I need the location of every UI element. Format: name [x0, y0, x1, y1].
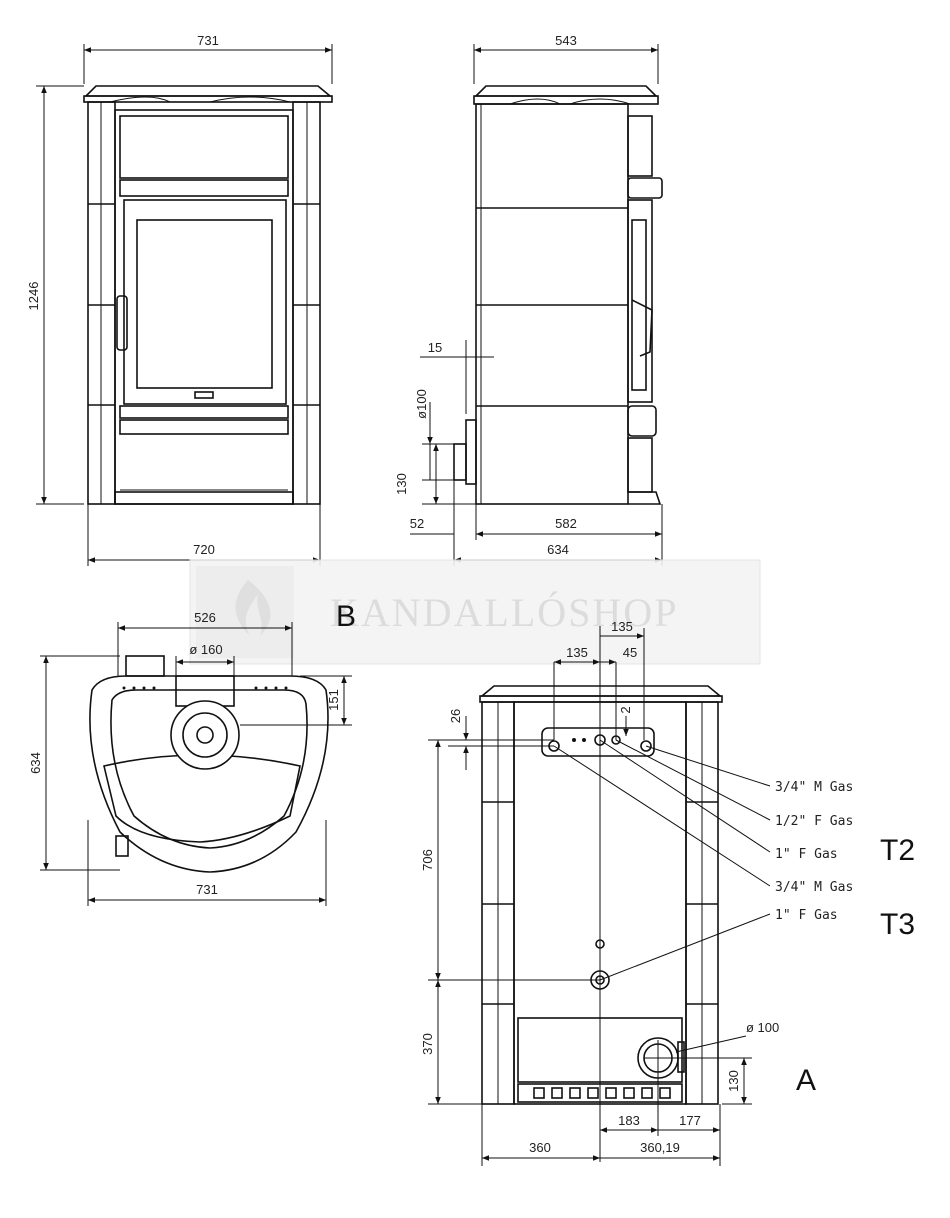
front-height: 1246 [26, 282, 41, 311]
rear-height-370: 370 [420, 1033, 435, 1055]
side-flue-height: 130 [394, 473, 409, 495]
rear-dim-26: 26 [448, 709, 463, 723]
rear-dim-360: 360 [529, 1140, 551, 1155]
view-label-b: B [336, 600, 356, 633]
rear-outlet-diameter: ø 100 [746, 1020, 779, 1035]
top-depth: 634 [28, 752, 43, 774]
top-flue-offset: 151 [326, 689, 341, 711]
watermark: KANDALLÓSHOP [189, 559, 761, 665]
rear-dim-177: 177 [679, 1113, 701, 1128]
front-width-top: 731 [197, 33, 219, 48]
side-flue-projection: 52 [410, 516, 424, 531]
rear-outlet-height: 130 [726, 1070, 741, 1092]
connection-labels: 3/4" M Gas 1/2" F Gas 1" F Gas 3/4" M Ga… [775, 780, 853, 923]
top-flue-diameter: ø 160 [189, 642, 222, 657]
connection-label: 1" F Gas [775, 847, 838, 862]
rear-dim-135-top: 135 [611, 619, 633, 634]
view-label-a: A [796, 1064, 816, 1097]
connection-label: 3/4" M Gas [775, 880, 853, 895]
watermark-text: KANDALLÓSHOP [330, 590, 678, 635]
rear-dim-135: 135 [566, 645, 588, 660]
rear-dim-2: 2 [618, 706, 633, 713]
rear-dim-360-19: 360,19 [640, 1140, 680, 1155]
side-view: 543 15 ø100 130 52 582 634 [394, 33, 663, 566]
top-view: 526 ø 160 151 634 731 [28, 610, 352, 906]
rear-height-706: 706 [420, 849, 435, 871]
front-view: 731 1246 720 [26, 33, 333, 566]
side-offset: 15 [428, 340, 442, 355]
model-label-t2: T2 [880, 834, 915, 867]
model-label-t3: T3 [880, 908, 915, 941]
connection-label: 1/2" F Gas [775, 814, 853, 829]
side-body-depth: 582 [555, 516, 577, 531]
rear-dim-183: 183 [618, 1113, 640, 1128]
top-total-width: 731 [196, 882, 218, 897]
rear-dim-45: 45 [623, 645, 637, 660]
side-total-depth: 634 [547, 542, 569, 557]
front-width-bottom: 720 [193, 542, 215, 557]
connection-label: 3/4" M Gas [775, 780, 853, 795]
top-width: 526 [194, 610, 216, 625]
connection-label: 1" F Gas [775, 908, 838, 923]
side-flue-diameter: ø100 [414, 389, 429, 419]
side-depth-top: 543 [555, 33, 577, 48]
rear-view: 135 135 45 2 26 706 370 ø 100 130 183 17… [420, 619, 779, 1166]
